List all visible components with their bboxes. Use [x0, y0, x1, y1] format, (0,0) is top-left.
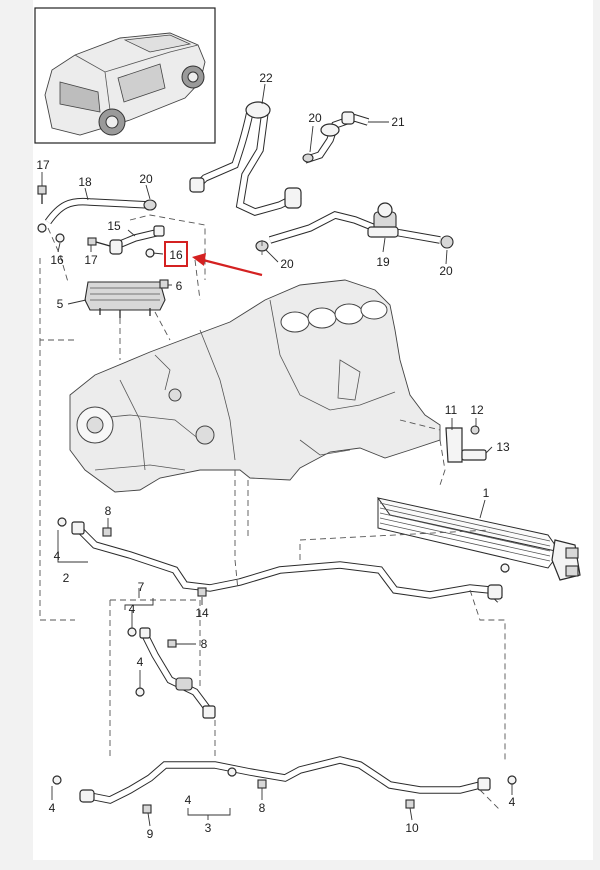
- callout-9: 9: [147, 827, 154, 841]
- hose-22: [189, 101, 302, 216]
- callout-16-highlighted: 16: [169, 248, 183, 262]
- callout-8-mid: 8: [201, 637, 208, 651]
- callout-14: 14: [195, 606, 209, 620]
- hose-19: [268, 202, 441, 244]
- pipe-15: [109, 225, 165, 255]
- callout-20-center: 20: [280, 257, 294, 271]
- callout-labels: 22 20 21 17 18 20 15 16 17 16 6 5 20 19 …: [36, 71, 515, 841]
- vehicle-inset: [34, 7, 216, 144]
- reference-dashed-lines: [39, 214, 506, 811]
- callout-13: 13: [496, 440, 510, 454]
- callout-leaders: [41, 83, 513, 827]
- bolt-17-mid: [87, 237, 111, 247]
- callout-7: 7: [138, 580, 145, 594]
- washer-16: [37, 223, 155, 258]
- callout-6: 6: [176, 279, 183, 293]
- transmission-cooler-1: [376, 497, 581, 581]
- callout-8-upper: 8: [105, 504, 112, 518]
- callout-10: 10: [405, 821, 419, 835]
- callout-22: 22: [259, 71, 273, 85]
- oil-line-2: [71, 521, 503, 603]
- callout-2: 2: [63, 571, 70, 585]
- callout-15: 15: [107, 219, 121, 233]
- engine-cylinder-bores: [280, 300, 388, 333]
- callout-11: 11: [445, 403, 458, 417]
- callout-20-left: 20: [139, 172, 153, 186]
- callout-20-right: 20: [439, 264, 453, 278]
- callout-16-left: 16: [50, 253, 64, 267]
- callout-4-lower-center: 4: [185, 793, 192, 807]
- callout-4-mid-lower: 4: [137, 655, 144, 669]
- hose-21: [303, 111, 370, 164]
- part-16-highlight: [164, 241, 263, 277]
- hose-clamps-20: [143, 153, 454, 252]
- callout-5: 5: [57, 297, 64, 311]
- highlight-arrow: [202, 258, 263, 277]
- callout-1: 1: [483, 486, 490, 500]
- callout-4-lower-right: 4: [509, 795, 516, 809]
- callout-21: 21: [391, 115, 405, 129]
- lower-fasteners: [52, 517, 517, 814]
- hose-18: [44, 197, 151, 225]
- callout-19: 19: [376, 255, 390, 269]
- callout-3: 3: [205, 821, 212, 835]
- callout-18: 18: [78, 175, 92, 189]
- callout-17-mid: 17: [84, 253, 98, 267]
- callout-8-lower: 8: [259, 801, 266, 815]
- bolt-6: [159, 279, 169, 289]
- bracket-11-13: [445, 425, 487, 463]
- callout-17-top: 17: [36, 158, 50, 172]
- highlight-arrow-head: [192, 253, 206, 266]
- callout-12: 12: [470, 403, 484, 417]
- callout-4-lower-left: 4: [49, 801, 56, 815]
- highlight-box: [164, 241, 188, 267]
- callout-20-top: 20: [308, 111, 322, 125]
- engine-transmission-assembly: [69, 279, 441, 493]
- oil-line-3: [79, 756, 491, 804]
- suv-icon: [44, 32, 206, 136]
- callout-4-upper: 4: [54, 549, 61, 563]
- oil-line-7: [139, 627, 216, 719]
- callout-4-mid-upper: 4: [129, 602, 136, 616]
